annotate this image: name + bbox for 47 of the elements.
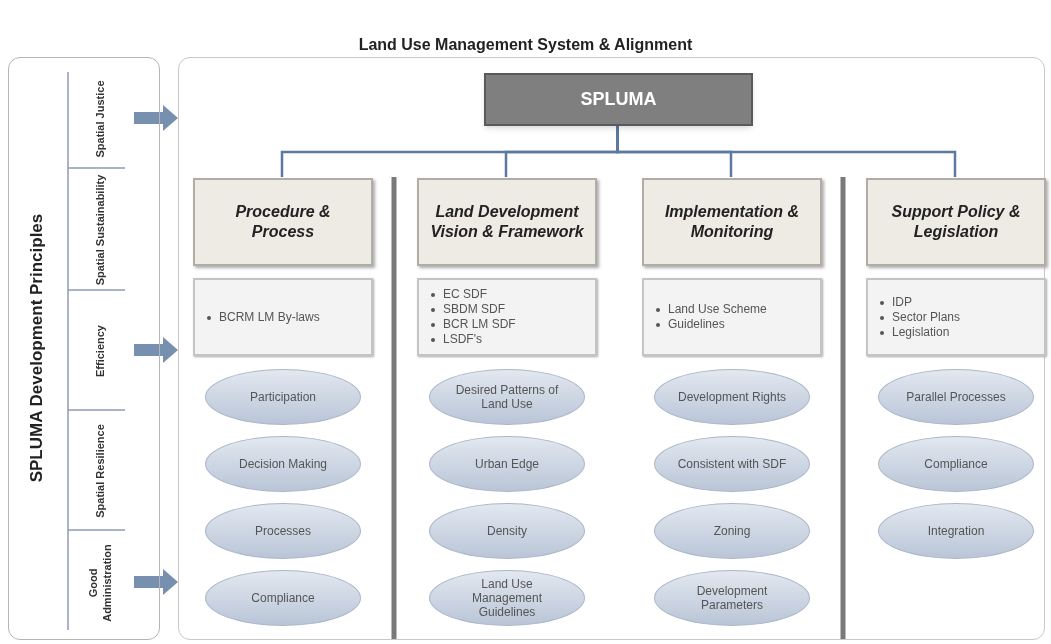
concept-oval: Parallel Processes [878,369,1034,425]
list-item: IDP [880,294,1032,310]
connector-line [616,125,957,177]
list-item: EC SDF [431,287,583,302]
system-panel [178,57,1045,640]
principle-label: Good Administration [86,543,114,624]
concept-oval: Development Parameters [654,570,810,626]
concept-oval: Land Use Management Guidelines [429,570,585,626]
title-box: SPLUMA [484,73,753,126]
category-box: Implementation & Monitoring [642,178,822,266]
principle-label: Efficiency [93,324,108,379]
principles-panel [8,57,160,640]
list-item: BCR LM SDF [431,317,583,332]
concept-oval: Processes [205,503,361,559]
list-item: SBDM SDF [431,302,583,317]
list-item: LSDF's [431,332,583,347]
category-box: Support Policy & Legislation [866,178,1046,266]
concept-oval: Density [429,503,585,559]
bullet-list-box [417,278,597,356]
principle-label: Spatial Justice [93,79,108,160]
concept-oval: Compliance [205,570,361,626]
principle-label: Spatial Sustainability [93,173,108,288]
diagram-title: Land Use Management System & Alignment [357,35,694,55]
bullet-list-box [642,278,822,356]
concept-oval: Compliance [878,436,1034,492]
principle-label: Spatial Resilience [93,423,108,520]
concept-oval: Development Rights [654,369,810,425]
concept-oval: Urban Edge [429,436,585,492]
panel-heading: SPLUMA Development Principles [26,212,47,485]
block-arrow [134,569,178,595]
list-item: Sector Plans [880,309,1032,325]
block-arrow [134,337,178,363]
concept-oval: Zoning [654,503,810,559]
list-item: BCRM LM By-laws [207,309,359,325]
concept-oval: Consistent with SDF [654,436,810,492]
category-box: Land Development Vision & Framework [417,178,597,266]
list-item: Legislation [880,324,1032,340]
category-box: Procedure & Process [193,178,373,266]
concept-oval: Decision Making [205,436,361,492]
concept-oval: Desired Patterns of Land Use [429,369,585,425]
list-item: Guidelines [656,317,808,332]
concept-oval: Participation [205,369,361,425]
bullet-list-box [193,278,373,356]
list-item: Land Use Scheme [656,302,808,317]
concept-oval: Integration [878,503,1034,559]
bullet-list-box [866,278,1046,356]
block-arrow [134,105,178,131]
